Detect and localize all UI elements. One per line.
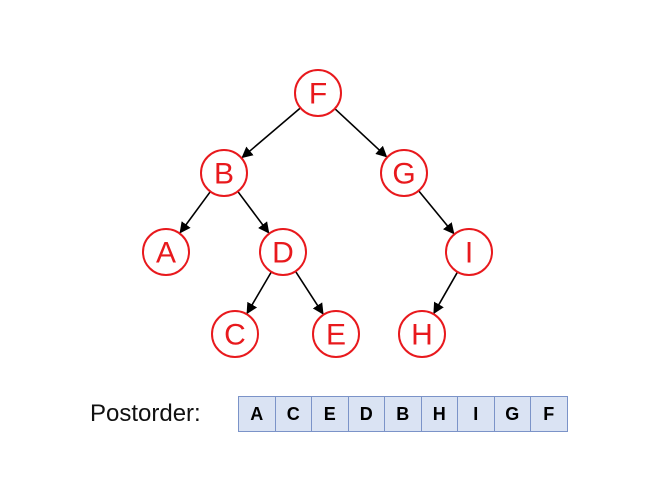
tree-node-e: E [312,310,360,358]
node-label: A [156,237,176,270]
node-circle [312,310,360,358]
edge-d-to-c [246,271,273,315]
node-circle [211,310,259,358]
node-circle [380,149,428,197]
node-label: D [272,237,294,270]
tree-node-c: C [211,310,259,358]
node-circle [294,69,342,117]
edge-b-to-d [237,190,270,234]
tree-node-h: H [398,310,446,358]
node-label: E [326,319,346,352]
postorder-cell: I [458,397,495,431]
tree-nodes: F B G A D I C E H [142,69,493,358]
edge-f-to-b [241,107,302,159]
postorder-cell: E [312,397,349,431]
edge-d-to-e [294,270,324,315]
tree-node-b: B [200,149,248,197]
postorder-cell: A [239,397,276,431]
edge-i-to-h [433,271,459,315]
node-circle [200,149,248,197]
postorder-label: Postorder: [90,400,201,427]
node-label: F [309,78,327,111]
tree-node-f: F [294,69,342,117]
postorder-cell: B [385,397,422,431]
edge-f-to-g [334,108,388,158]
tree-node-i: I [445,228,493,276]
node-circle [445,228,493,276]
postorder-cell: C [275,397,312,431]
postorder-cell: D [348,397,385,431]
node-circle [398,310,446,358]
edge-b-to-a [179,191,212,234]
postorder-cell: G [494,397,531,431]
tree-edges [179,107,459,315]
postorder-cell: H [421,397,458,431]
node-label: G [392,158,415,191]
node-circle [142,228,190,276]
tree-node-a: A [142,228,190,276]
edge-g-to-i [417,190,455,235]
node-circle [259,228,307,276]
tree-node-d: D [259,228,307,276]
node-label: C [224,319,246,352]
node-label: B [214,158,234,191]
node-label: H [411,319,433,352]
tree-node-g: G [380,149,428,197]
postorder-cell: F [531,397,567,431]
node-label: I [465,237,473,270]
